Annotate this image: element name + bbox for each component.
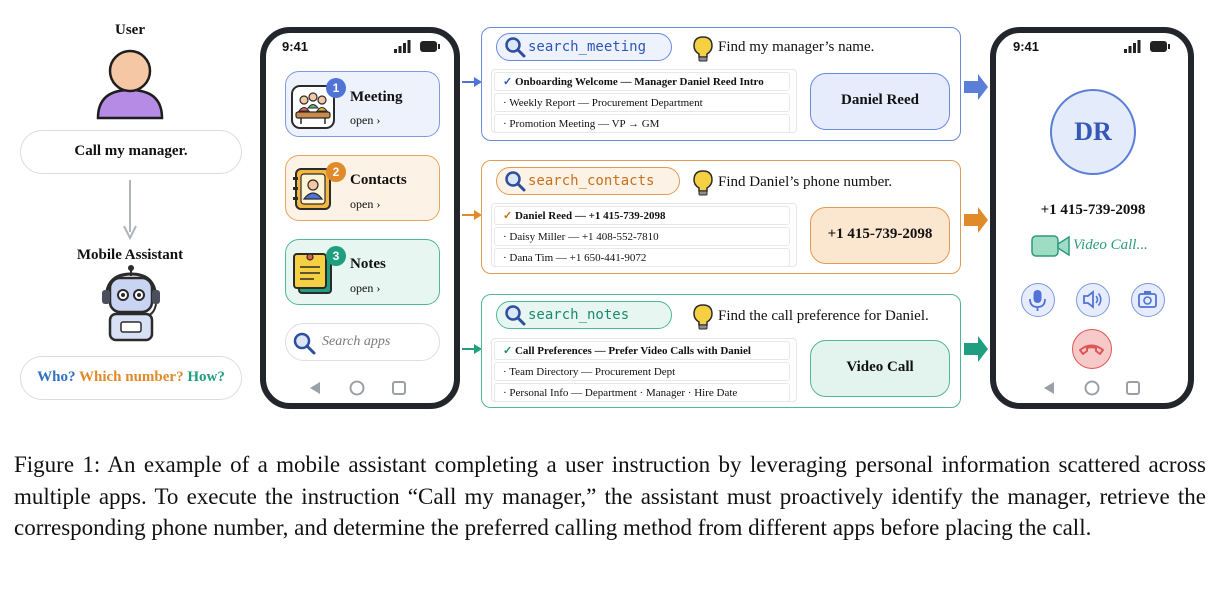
end-call-button[interactable] (1072, 329, 1112, 369)
list-item[interactable]: ✓ Call Preferences — Prefer Video Calls … (494, 341, 790, 360)
call-number: +1 415-739-2098 (1040, 202, 1146, 218)
camera-switch-button[interactable] (1131, 283, 1165, 317)
list-item[interactable]: ✓ Onboarding Welcome — Manager Daniel Re… (494, 72, 790, 91)
list-item[interactable]: · Personal Info — Department · Manager ·… (494, 383, 790, 402)
list-item-text: Daniel Reed — +1 415-739-2098 (514, 210, 666, 222)
nav-recents-icon (1126, 381, 1140, 395)
status-time: 9:41 (1013, 39, 1040, 54)
contact-avatar: DR (1050, 89, 1136, 175)
app-badge-3: 3 (326, 246, 346, 266)
nav-back-icon (310, 382, 320, 394)
lightbulb-icon (693, 304, 713, 330)
notes-app-icon (293, 253, 332, 294)
bullet-icon: · (503, 387, 507, 399)
figure-caption: Figure 1: An example of a mobile assista… (14, 452, 1206, 540)
list-item[interactable]: · Team Directory — Procurement Dept (494, 362, 790, 381)
app-name-contacts: Contacts (350, 172, 407, 188)
goal-notes: Find the call preference for Daniel. (718, 308, 929, 324)
question-which-number: Which number? (78, 369, 184, 385)
list-item-text: Dana Tim — +1 650-441-9072 (509, 252, 647, 264)
search-apps-field[interactable] (285, 323, 440, 361)
list-item[interactable]: · Weekly Report — Procurement Department (494, 93, 790, 112)
bullet-icon: · (503, 252, 507, 264)
list-item-text: Personal Info — Department · Manager · H… (509, 387, 738, 399)
list-item-text: Weekly Report — Procurement Department (509, 97, 703, 109)
contacts-app-icon (293, 168, 331, 210)
search-apps-placeholder: Search apps (322, 334, 391, 349)
app-open-notes[interactable]: open › (350, 281, 381, 295)
goal-meeting: Find my manager’s name. (718, 39, 875, 55)
app-badge-2: 2 (326, 162, 346, 182)
assistant-label: Mobile Assistant (76, 247, 184, 263)
nav-recents-icon (392, 381, 406, 395)
bullet-icon: · (503, 118, 507, 130)
lightbulb-icon (693, 36, 713, 62)
result-notes: Video Call (810, 340, 950, 397)
tool-name-meeting: search_meeting (528, 39, 647, 55)
app-badge-1: 1 (326, 78, 346, 98)
nav-back-icon (1044, 382, 1054, 394)
search-icon (505, 37, 526, 58)
search-icon (505, 171, 526, 192)
app-open-meeting[interactable]: open › (350, 113, 381, 127)
hang-up-phone-icon (1079, 344, 1104, 355)
check-icon: ✓ (503, 345, 513, 357)
panel-to-call-arrows (964, 74, 988, 362)
nav-bar (1044, 380, 1140, 396)
check-icon: ✓ (503, 76, 513, 88)
nav-home-icon (1084, 380, 1100, 396)
status-icons (1124, 40, 1170, 53)
goal-contacts: Find Daniel’s phone number. (718, 174, 893, 190)
list-item[interactable]: · Daisy Miller — +1 408-552-7810 (494, 227, 790, 246)
tool-name-contacts: search_contacts (528, 173, 655, 189)
down-arrow-icon (123, 180, 137, 240)
mute-button[interactable] (1021, 283, 1055, 317)
nav-bar (310, 380, 406, 396)
app-open-contacts[interactable]: open › (350, 197, 381, 211)
questions-bubble: Who? Which number? How? (20, 356, 242, 400)
question-how: How? (187, 369, 225, 385)
app-to-panel-arrows (462, 77, 482, 354)
list-item-text: Call Preferences — Prefer Video Calls wi… (514, 345, 751, 357)
app-name-notes: Notes (350, 256, 386, 272)
speaker-icon (1083, 290, 1102, 309)
meeting-app-icon (291, 85, 335, 129)
bullet-icon: · (503, 231, 507, 243)
check-icon: ✓ (503, 210, 513, 222)
tool-name-notes: search_notes (528, 307, 630, 323)
result-meeting: Daniel Reed (810, 73, 950, 130)
user-avatar-icon (96, 49, 164, 120)
list-item[interactable]: · Promotion Meeting — VP → GM (494, 114, 790, 133)
video-call-status: Video Call... (1073, 237, 1148, 253)
robot-assistant-icon (102, 265, 160, 342)
list-item-text: Promotion Meeting — VP → GM (509, 118, 660, 130)
camera-icon (1138, 291, 1157, 308)
question-who: Who? (37, 369, 76, 385)
list-item-text: Onboarding Welcome — Manager Daniel Reed… (514, 76, 764, 88)
speaker-button[interactable] (1076, 283, 1110, 317)
user-label: User (115, 22, 145, 38)
bullet-icon: · (503, 97, 507, 109)
bullet-icon: · (503, 366, 507, 378)
user-message-bubble: Call my manager. (20, 130, 242, 174)
video-camera-icon (1031, 235, 1070, 257)
lightbulb-icon (693, 170, 713, 196)
status-time: 9:41 (282, 39, 309, 54)
list-item[interactable]: ✓ Daniel Reed — +1 415-739-2098 (494, 206, 790, 225)
status-icons (394, 40, 440, 53)
tool-pill-contacts (496, 167, 680, 195)
list-item-text: Daisy Miller — +1 408-552-7810 (509, 231, 659, 243)
microphone-icon (1029, 290, 1046, 311)
search-icon (505, 305, 526, 326)
list-item-text: Team Directory — Procurement Dept (509, 366, 676, 378)
nav-home-icon (349, 380, 365, 396)
list-item[interactable]: · Dana Tim — +1 650-441-9072 (494, 248, 790, 267)
search-icon (293, 332, 316, 355)
result-contacts: +1 415-739-2098 (810, 207, 950, 264)
app-name-meeting: Meeting (350, 89, 403, 105)
